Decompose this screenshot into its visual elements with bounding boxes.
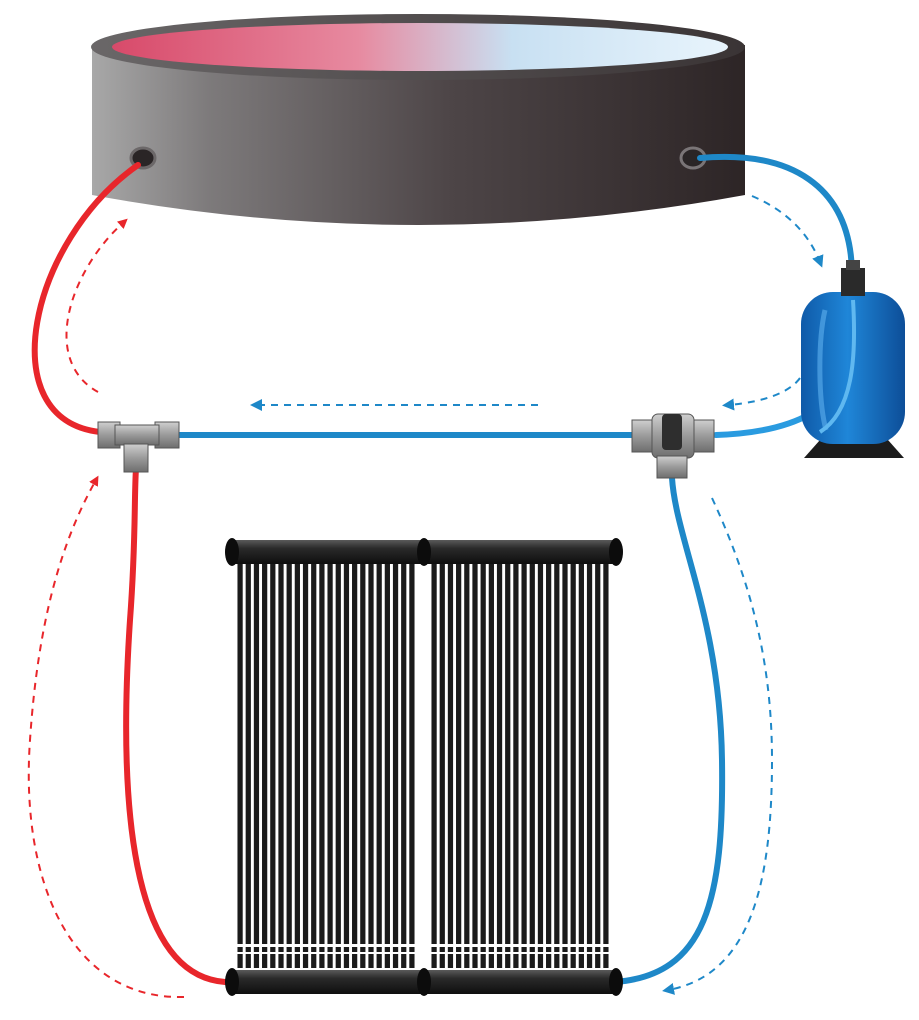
flow-arrow-hot-riser: [27, 475, 185, 999]
panel-tube: [578, 560, 584, 968]
tee-body: [114, 424, 160, 446]
valve-bottom-port: [656, 455, 688, 479]
filter-pump-base: [804, 440, 904, 458]
filter-pump-valve-neck: [841, 268, 865, 296]
hot-return-pipe: [31, 162, 141, 435]
cold-suction-pipe: [697, 154, 855, 275]
panel-tube: [456, 560, 462, 968]
panel-tube: [570, 560, 576, 968]
panel-tube: [472, 560, 478, 968]
panel-tube: [392, 560, 399, 968]
tee-down-port: [123, 443, 149, 473]
panel-tube: [488, 560, 494, 968]
panel-tube: [237, 560, 243, 968]
pool: [91, 14, 745, 225]
panel-tube: [554, 560, 560, 968]
panel-band: [430, 952, 610, 954]
panel-band: [236, 952, 416, 954]
panel-tube: [319, 560, 325, 968]
panel-tube: [409, 560, 415, 968]
flow-arrow-suction: [751, 195, 824, 268]
header-cap: [417, 538, 431, 566]
bottom-header: [225, 968, 623, 996]
header-cap: [225, 968, 239, 996]
panel-tube: [384, 560, 390, 968]
panel-tube: [401, 560, 407, 968]
header-cap: [417, 968, 431, 996]
panel-tube: [562, 560, 568, 968]
panel-tube: [537, 560, 544, 968]
panel-band: [430, 944, 610, 947]
panel-tube: [376, 560, 382, 968]
panel-tube: [586, 560, 593, 968]
panel-tube: [245, 560, 251, 968]
valve-handle: [662, 414, 682, 450]
solar-panel-left: [236, 560, 416, 968]
panel-tube: [335, 560, 341, 968]
panel-tube: [294, 560, 300, 968]
panel-tube: [496, 560, 503, 968]
hot-riser-pipe: [123, 465, 228, 985]
tee-fitting: [97, 421, 180, 473]
panel-tube: [529, 560, 535, 968]
panel-tube: [464, 560, 470, 968]
panel-tube: [262, 560, 268, 968]
filter-pump-highlight: [817, 309, 829, 431]
cold-supply-pipe: [612, 475, 726, 985]
header-cap: [609, 538, 623, 566]
panel-band: [236, 944, 416, 947]
panel-tube: [278, 560, 284, 968]
panel-tube: [546, 560, 552, 968]
panel-tube: [311, 560, 317, 968]
panel-tube: [270, 560, 276, 968]
header-cap: [225, 538, 239, 566]
panel-tube: [513, 560, 519, 968]
filter-pump-valve-cap: [846, 260, 860, 270]
panel-tube: [302, 560, 309, 968]
panel-tube: [368, 560, 374, 968]
panel-tube: [343, 560, 350, 968]
panel-tube: [360, 560, 366, 968]
solar-panels: [225, 538, 623, 996]
valve-left-port: [631, 419, 655, 453]
panel-tube: [505, 560, 511, 968]
panel-tube: [253, 560, 260, 968]
header-cap: [609, 968, 623, 996]
three-way-valve: [631, 413, 715, 479]
top-header: [225, 538, 623, 566]
flow-arrows: [27, 195, 824, 999]
flow-arrow-pump: [722, 377, 801, 411]
filter-pump: [801, 260, 905, 458]
flow-arrow-hot-return: [65, 218, 128, 393]
panel-tube: [431, 560, 437, 968]
panel-tube: [327, 560, 333, 968]
filter-pump-internal-pipe: [818, 299, 857, 434]
panel-tube: [286, 560, 292, 968]
panel-tube: [521, 560, 527, 968]
panel-tube: [447, 560, 454, 968]
panel-tube: [480, 560, 486, 968]
solar-panel-right: [430, 560, 610, 968]
panel-tube: [352, 560, 358, 968]
panel-tube: [595, 560, 601, 968]
panel-tube: [603, 560, 609, 968]
pool-body: [92, 45, 745, 225]
pool-water: [112, 23, 728, 71]
flow-arrow-supply: [662, 497, 774, 995]
panel-tube: [439, 560, 445, 968]
valve-right-port: [691, 419, 715, 453]
